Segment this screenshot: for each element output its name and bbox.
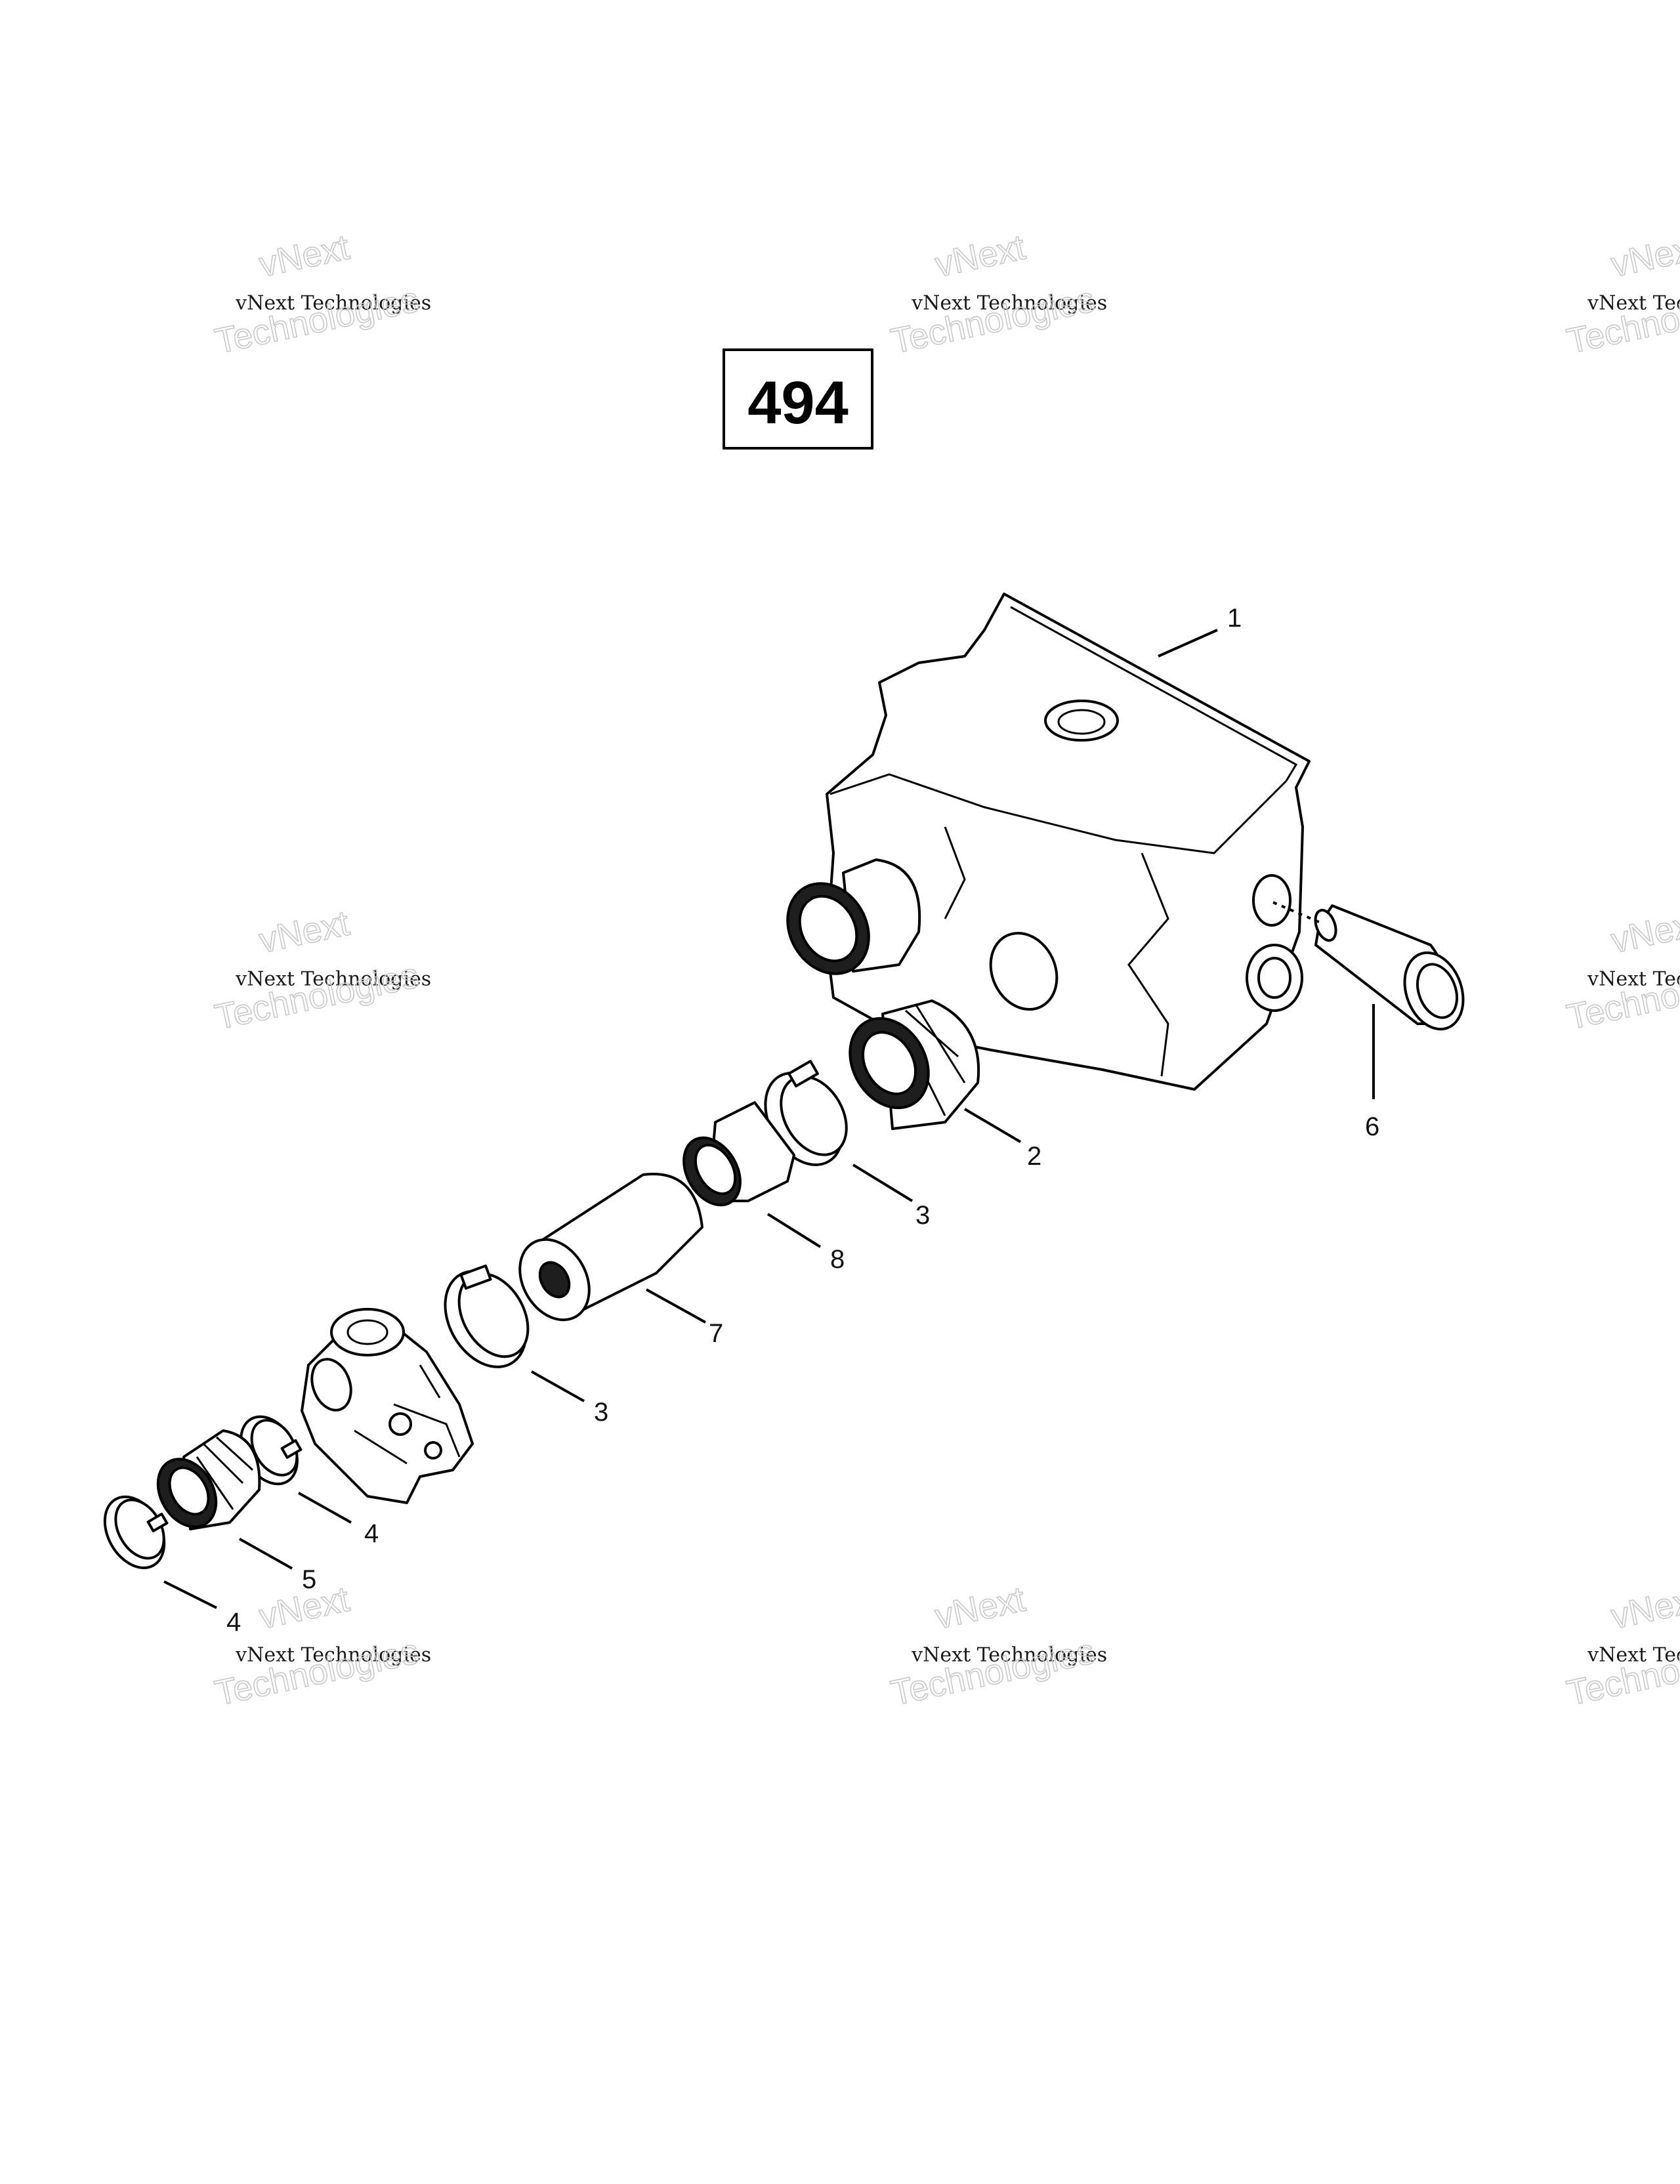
- callout-4-upper: 4: [364, 1519, 379, 1548]
- callouts: 1 2 3 8 7 3 4 5 4 6: [226, 604, 1379, 1637]
- clamp-upper: [764, 1059, 848, 1166]
- svg-text:vNext Technologies: vNext Technologies: [911, 1644, 1107, 1667]
- callout-2: 2: [1027, 1142, 1041, 1171]
- top-port-icon: [1044, 700, 1119, 742]
- watermark-top-left: vNext vNext Technologies Technologies: [211, 227, 431, 362]
- watermark-mid-right: vNext vNext Technologies Technologies: [1563, 903, 1680, 1038]
- svg-text:vNext Technologies: vNext Technologies: [911, 292, 1107, 315]
- svg-text:vNext: vNext: [1608, 904, 1680, 961]
- watermark-top-right: vNext vNext Technologies Technologies: [1563, 227, 1680, 362]
- clamp-lower: [444, 1264, 530, 1368]
- svg-text:vNext: vNext: [932, 228, 1029, 285]
- watermark-top-center: vNext vNext Technologies Technologies: [887, 227, 1107, 362]
- callout-1: 1: [1227, 604, 1242, 633]
- svg-text:vNext: vNext: [256, 904, 353, 961]
- small-clamp-lower: [103, 1495, 169, 1570]
- silencer-tube: [1272, 901, 1465, 1031]
- callout-7: 7: [709, 1319, 723, 1348]
- leader-4b: [163, 1580, 217, 1609]
- page-number: 494: [747, 369, 849, 436]
- callout-3-upper: 3: [915, 1201, 930, 1230]
- callout-4-lower: 4: [226, 1608, 241, 1637]
- svg-text:vNext Technologies: vNext Technologies: [1587, 292, 1680, 315]
- svg-text:vNext Technologies: vNext Technologies: [235, 1644, 431, 1667]
- leader-4a: [298, 1492, 352, 1524]
- air-silencer-housing: [786, 593, 1311, 1091]
- leader-lines: [163, 629, 1375, 1609]
- watermark-bottom-left: vNext vNext Technologies Technologies: [211, 1579, 431, 1714]
- leader-7: [646, 1288, 706, 1324]
- carburetor: [301, 1308, 474, 1504]
- leader-1: [1158, 629, 1218, 658]
- callout-3-lower: 3: [594, 1398, 608, 1427]
- leader-5: [239, 1538, 293, 1570]
- svg-text:vNext Technologies: vNext Technologies: [1587, 968, 1680, 991]
- page-number-box: 494: [723, 348, 873, 450]
- leader-3a: [852, 1164, 914, 1202]
- svg-text:vNext: vNext: [1608, 1580, 1680, 1637]
- svg-text:vNext Technologies: vNext Technologies: [1587, 1644, 1680, 1667]
- carb-boot: [156, 1429, 261, 1530]
- svg-text:vNext Technologies: vNext Technologies: [235, 292, 431, 315]
- watermark-mid-left: vNext vNext Technologies Technologies: [211, 903, 431, 1038]
- sleeve: [682, 1101, 795, 1207]
- svg-text:vNext: vNext: [256, 228, 353, 285]
- leader-8: [766, 1213, 822, 1248]
- svg-text:vNext: vNext: [1608, 228, 1680, 285]
- callout-6: 6: [1365, 1112, 1379, 1141]
- watermark-bottom-right: vNext vNext Technologies Technologies: [1563, 1579, 1680, 1714]
- watermark-bottom-center: vNext vNext Technologies Technologies: [887, 1579, 1107, 1714]
- leader-3b: [531, 1370, 585, 1402]
- tube: [518, 1173, 704, 1322]
- callout-5: 5: [302, 1565, 316, 1594]
- svg-text:vNext: vNext: [932, 1580, 1029, 1637]
- callout-8: 8: [830, 1245, 845, 1274]
- leader-2: [963, 1108, 1022, 1143]
- intake-boot: [849, 999, 980, 1130]
- svg-text:vNext Technologies: vNext Technologies: [235, 968, 431, 991]
